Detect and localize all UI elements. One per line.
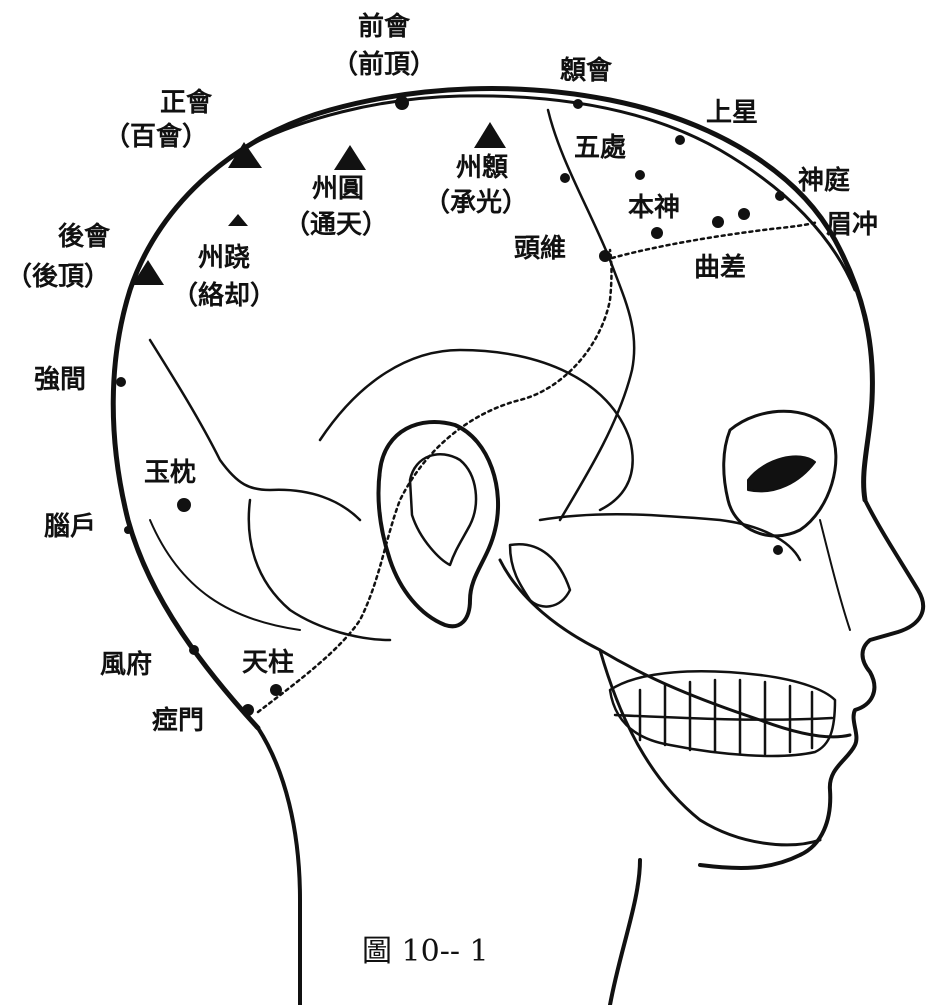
point-naohu (124, 526, 132, 534)
label-naohu: 腦戶 (44, 514, 96, 540)
point-qiangjian (116, 377, 126, 387)
meridian-bladder (258, 250, 612, 712)
eye (748, 456, 815, 491)
suture-top (548, 110, 634, 520)
suture-coronal (150, 340, 360, 520)
suture-lower (150, 520, 300, 630)
point-touwei (599, 250, 611, 262)
label-yuzhen: 玉枕 (144, 460, 196, 486)
label-luoque: （絡却） (172, 283, 276, 309)
teeth (610, 671, 835, 756)
label-shenting: 神庭 (798, 168, 850, 194)
label-zhouxin: 州顖 (456, 155, 508, 181)
label-yamen: 瘂門 (152, 708, 204, 734)
point-xinhui (573, 99, 583, 109)
label-qucha: 曲差 (694, 255, 746, 281)
face-profile (700, 500, 923, 868)
zygomatic-arch (540, 514, 800, 560)
point-benshen (635, 170, 645, 180)
label-wuchu: 五處 (574, 135, 626, 161)
ramus (510, 544, 570, 606)
mandible (500, 560, 850, 737)
figure-caption: 圖 10-- 1 (362, 926, 489, 970)
label-benshen: 本神 (628, 195, 680, 221)
label-xinhui: 顖會 (560, 58, 612, 84)
point-yuzhen (177, 498, 191, 512)
head-outline (113, 89, 872, 728)
ear-outer (378, 422, 498, 626)
suture-occipital (249, 500, 390, 640)
label-tongtian: （通天） (284, 212, 388, 238)
nasal-line (820, 520, 850, 630)
neck-back (258, 728, 300, 1005)
point-shenting (775, 191, 785, 201)
triangle-luoque (228, 214, 248, 226)
label-qianding: （前頂） (332, 52, 436, 78)
point-meichong (738, 208, 750, 220)
label-zhouyuan: 州圓 (312, 176, 364, 202)
point-benshen-2 (651, 227, 663, 239)
label-houhui: 後會 (58, 224, 110, 250)
point-fengfu (189, 645, 199, 655)
neck-front (610, 860, 640, 1005)
label-shangxing: 上星 (706, 100, 758, 126)
label-tianzhu: 天柱 (242, 650, 294, 676)
point-shangxing (675, 135, 685, 145)
point-yamen (242, 704, 254, 716)
label-houding: （後頂） (6, 264, 110, 290)
label-fengfu: 風府 (100, 652, 152, 678)
label-qiangjian: 強間 (34, 367, 86, 393)
suture-temporal (320, 350, 633, 510)
label-zhenghui: 正會 (160, 90, 212, 116)
triangle-tongtian (334, 145, 366, 170)
label-zhouran: 州跷 (198, 245, 250, 271)
label-meichong: 眉冲 (826, 212, 878, 238)
ear-inner (410, 454, 476, 565)
triangle-chengguang (474, 122, 506, 148)
point-qucha (712, 216, 724, 228)
label-touwei: 頭維 (514, 236, 566, 262)
point-wuchu (560, 173, 570, 183)
point-tianzhu (270, 684, 282, 696)
label-baihui: （百會） (104, 124, 208, 150)
label-qianhui: 前會 (358, 14, 410, 40)
label-chengguang: （承光） (424, 190, 528, 216)
point-qianding (395, 96, 409, 110)
point-nostril (773, 545, 783, 555)
